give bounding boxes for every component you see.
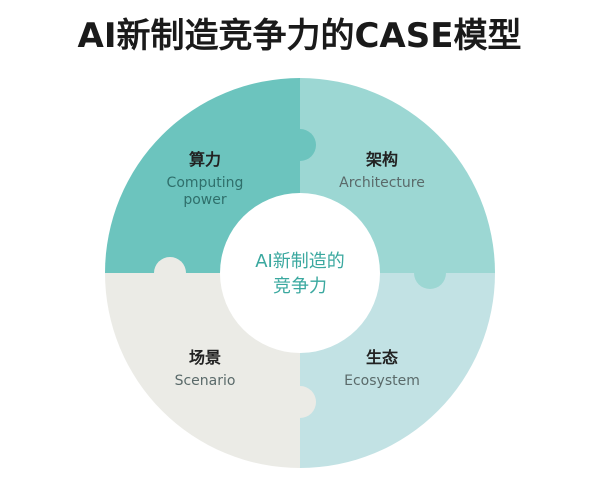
computing-title: 算力 (189, 150, 221, 169)
architecture-sub-line1: Architecture (339, 175, 425, 191)
puzzle-tab-architecture-into-ecosystem (414, 257, 446, 289)
scenario-sub-line1: Scenario (175, 373, 236, 389)
page-title: AI新制造竞争力的CASE模型 (77, 16, 522, 56)
center-circle (220, 193, 380, 353)
center-text-line2: 竞争力 (273, 276, 327, 297)
ecosystem-sub-line1: Ecosystem (344, 373, 420, 389)
architecture-title: 架构 (365, 150, 398, 169)
center-text-line1: AI新制造的 (255, 251, 345, 272)
puzzle-tab-computing-into-architecture (284, 129, 316, 161)
computing-sub-line2: power (183, 192, 227, 208)
puzzle-tab-scenario-into-computing (154, 257, 186, 289)
ecosystem-title: 生态 (366, 348, 398, 367)
scenario-title: 场景 (189, 348, 221, 367)
puzzle-tab-scenario-into-ecosystem (284, 386, 316, 418)
computing-sub-line1: Computing (167, 175, 244, 191)
